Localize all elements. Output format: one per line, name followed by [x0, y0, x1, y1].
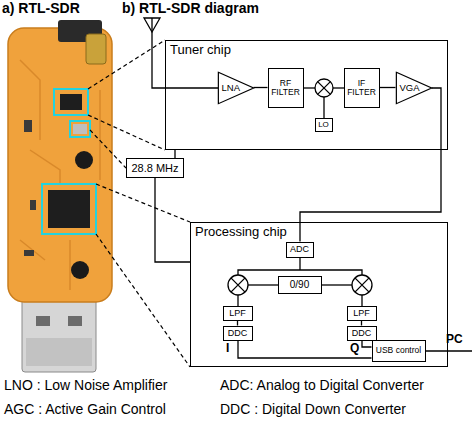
block-label: 0/90 [290, 280, 309, 290]
usb-control-box: USB control [372, 340, 426, 362]
mixer-cross [318, 82, 331, 95]
capacitor [75, 151, 93, 169]
tuner-ic [60, 94, 82, 110]
output-label: PC [446, 333, 463, 346]
amplifier-triangle: VGA [396, 72, 432, 104]
processing-ic [48, 190, 90, 228]
dashed-leader [88, 40, 165, 89]
signal-wire [254, 87, 268, 88]
highlight-box [42, 184, 96, 234]
tuner-chip-box: Tuner chipLNA RF FILTER IF FILTER VGA LO [165, 40, 448, 150]
wire [333, 87, 344, 88]
filter-box: LPF [223, 306, 253, 321]
panel-label: b) RTL-SDR diagram [122, 1, 259, 16]
mixer-symbol [228, 275, 248, 295]
usb-plug [22, 294, 96, 372]
dashed-leader [96, 234, 190, 367]
glossary-entry: DDC : Digital Down Converter [220, 402, 406, 417]
rtl-sdr-photo [8, 20, 112, 372]
triangle-shape [218, 72, 253, 103]
block-label: LO [318, 121, 329, 129]
phase-shift-box: 0/90 [278, 276, 322, 294]
signal-wire [238, 341, 372, 359]
amplifier-triangle: LNA [218, 72, 254, 104]
signal-wire [361, 321, 362, 326]
smd-part [30, 200, 36, 210]
block-label: LPF [353, 309, 370, 318]
wire [248, 284, 278, 285]
signal-wire [174, 150, 175, 158]
block-label: DDC [352, 329, 372, 338]
wire [237, 295, 238, 306]
usb-plate [26, 338, 92, 366]
block-label: VGA [400, 83, 420, 93]
signal-label: Q [350, 342, 359, 355]
pc-output-wire [426, 350, 472, 351]
mixer-symbol [315, 79, 333, 97]
glossary-entry: LNO : Low Noise Amplifier [4, 378, 167, 393]
sma-connector [86, 34, 106, 64]
pcb-traces [20, 60, 100, 290]
signal-wire [155, 178, 190, 262]
adc-box: ADC [286, 242, 314, 258]
signal-label: I [226, 342, 229, 355]
block-label: 28.8 MHz [131, 163, 178, 174]
clock-box: 28.8 MHz [126, 158, 184, 178]
dashed-leader [96, 184, 190, 222]
oscillator-box: LO [315, 118, 333, 132]
dashed-leader [90, 130, 126, 168]
mixer-symbol [352, 275, 372, 295]
leader-lines [88, 40, 190, 367]
block-label: ADC [290, 245, 309, 254]
filter-box: IF FILTER [344, 68, 380, 108]
smd-part [24, 120, 32, 132]
block-label: RF FILTER [269, 79, 303, 96]
block-label: IF FILTER [345, 79, 379, 96]
wire [361, 295, 362, 306]
wire [238, 270, 362, 275]
signal-wire [380, 87, 396, 88]
chip-title: Processing chip [195, 225, 287, 239]
ddc-box: DDC [223, 326, 253, 341]
signal-wire [300, 88, 441, 242]
ddc-box: DDC [347, 326, 377, 341]
glossary-entry: AGC : Active Gain Control [4, 402, 166, 417]
usb-hole [36, 316, 50, 326]
wire [304, 87, 315, 88]
block-label: USB control [376, 346, 421, 355]
signal-wire [237, 321, 238, 326]
wire [323, 97, 324, 118]
highlight-box [54, 89, 88, 115]
chip-title: Tuner chip [170, 43, 231, 57]
filter-box: RF FILTER [268, 68, 304, 108]
capacitor [71, 261, 89, 279]
signal-wire [362, 341, 372, 348]
dashed-leader [88, 115, 165, 150]
highlight-box [70, 121, 90, 137]
usb-hole [68, 316, 82, 326]
block-label: DDC [228, 329, 248, 338]
block-label: LPF [229, 309, 246, 318]
filter-box: LPF [347, 306, 377, 321]
wire [299, 258, 300, 270]
triangle-shape [396, 72, 431, 103]
pcb-board [8, 28, 112, 302]
mixer-cross [231, 278, 245, 292]
crystal [73, 124, 87, 134]
wiring [144, 18, 472, 351]
wire [322, 284, 352, 285]
glossary-entry: ADC: Analog to Digital Converter [220, 378, 424, 393]
mixer-cross [355, 278, 369, 292]
smd-part [24, 250, 34, 256]
block-label: LNA [222, 83, 240, 93]
panel-label: a) RTL-SDR [2, 1, 80, 16]
